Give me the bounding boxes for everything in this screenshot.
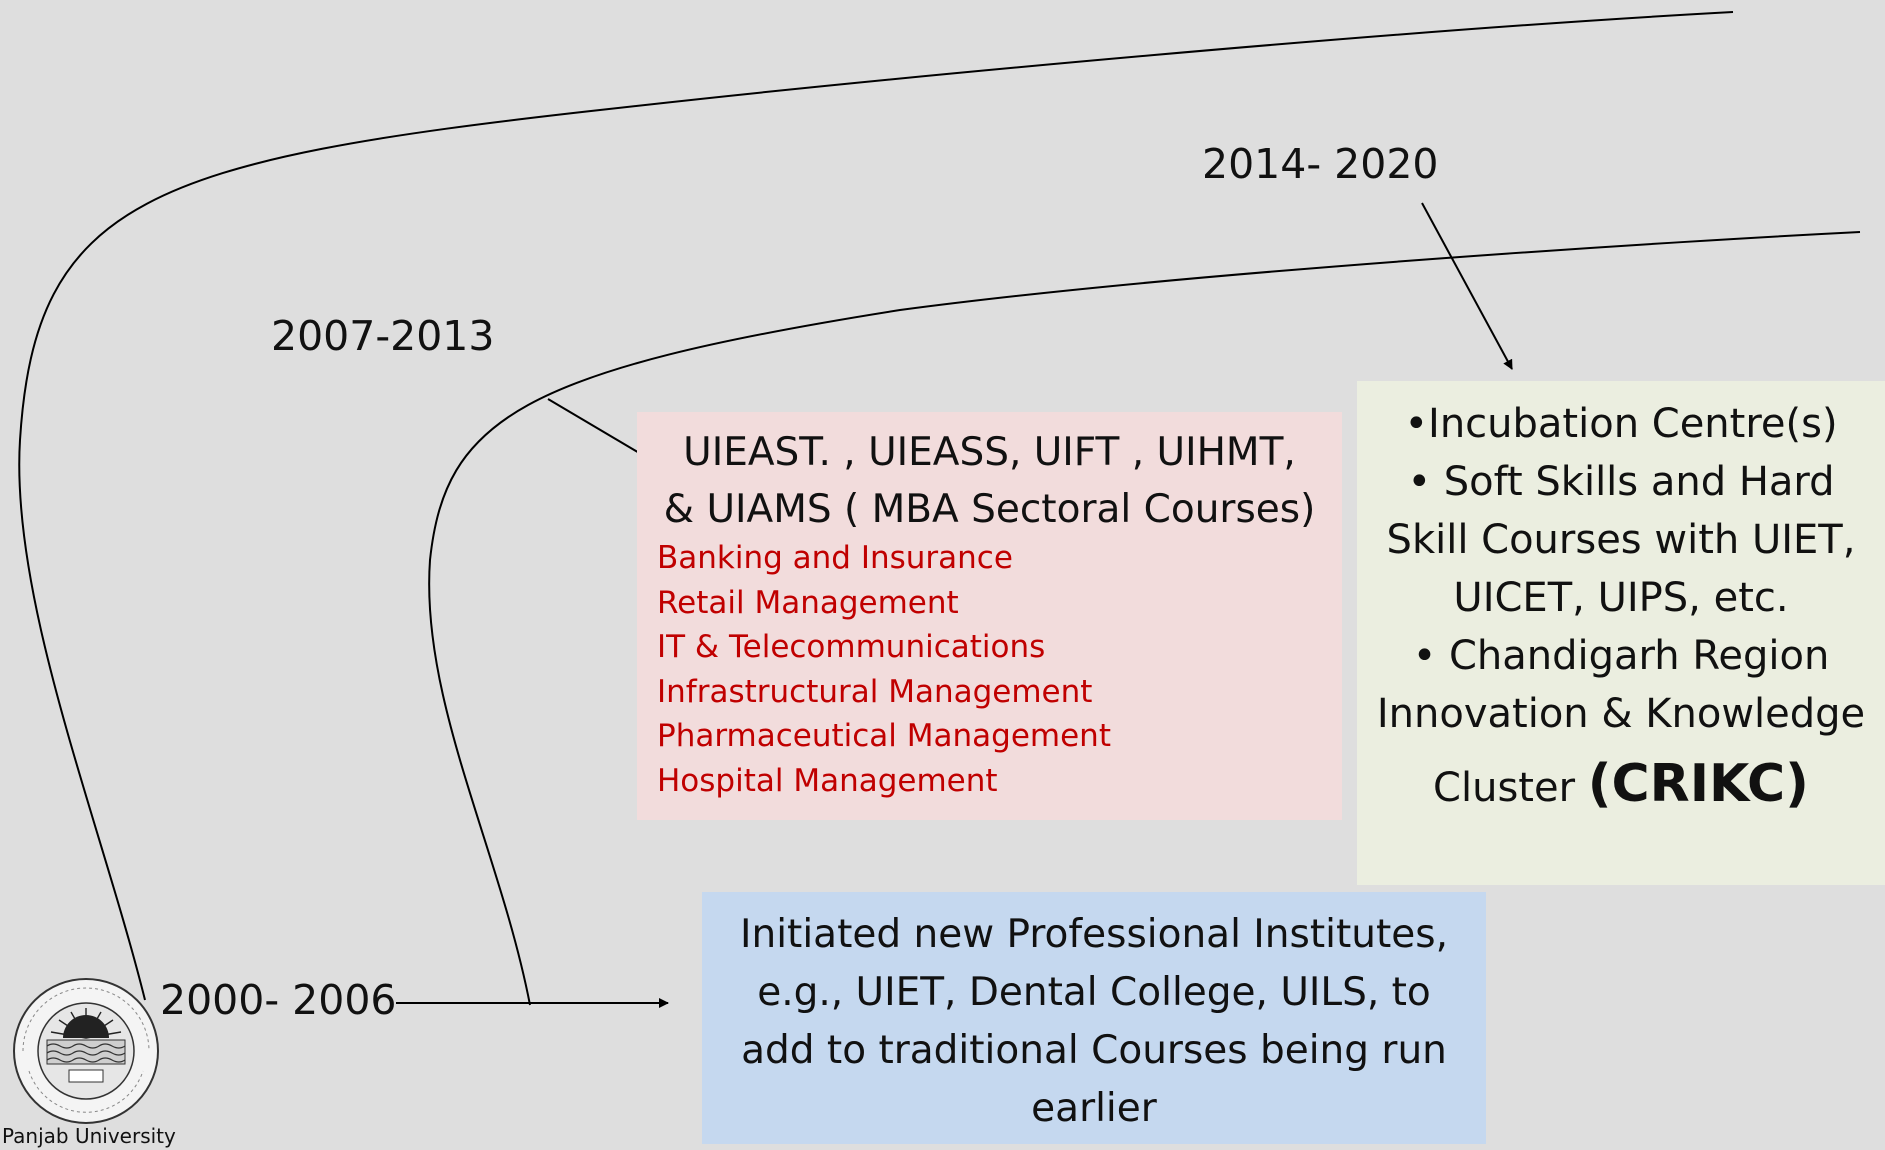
growth-curve-outer — [18, 11, 1734, 1001]
university-name-label: Panjab University — [2, 1124, 176, 1148]
sectoral-courses-box: UIEAST. , UIEASS, UIFT , UIHMT, & UIAMS … — [637, 412, 1342, 820]
course-item: Retail Management — [657, 584, 959, 621]
crikc-text: •Incubation Centre(s) • Soft Skills and … — [1357, 395, 1885, 817]
panjab-university-seal-icon — [13, 978, 159, 1124]
crikc-acronym: (CRIKC) — [1587, 754, 1809, 814]
course-item: Banking and Insurance — [657, 540, 1013, 576]
course-item: Hospital Management — [657, 762, 998, 799]
course-item: Infrastructural Management — [657, 673, 1093, 710]
course-item: Pharmaceutical Management — [657, 718, 1111, 755]
crikc-last-line: Cluster (CRIKC) — [1357, 755, 1885, 817]
sectoral-heading: UIEAST. , UIEASS, UIFT , UIHMT, & UIAMS … — [637, 424, 1342, 538]
year-label-2000: 2000- 2006 — [160, 976, 397, 1024]
crikc-line: UICET, UIPS, etc. — [1453, 575, 1789, 621]
crikc-initiatives-box: •Incubation Centre(s) • Soft Skills and … — [1357, 381, 1885, 885]
sectoral-heading-line-2: & UIAMS ( MBA Sectoral Courses) — [663, 487, 1316, 532]
sectoral-heading-line-1: UIEAST. , UIEASS, UIFT , UIHMT, — [683, 430, 1296, 475]
crikc-line: Skill Courses with UIET, — [1386, 517, 1856, 563]
crikc-line: •Incubation Centre(s) — [1404, 401, 1838, 447]
sector-course-list: Banking and Insurance Retail Management … — [657, 536, 1111, 804]
initiated-line: e.g., UIET, Dental College, UILS, to — [757, 970, 1431, 1015]
initiated-line: Initiated new Professional Institutes, — [740, 912, 1448, 957]
cluster-label: Cluster — [1433, 765, 1588, 811]
crikc-line: Innovation & Knowledge — [1376, 691, 1866, 737]
year-label-2007: 2007-2013 — [271, 312, 495, 360]
growth-curve-inner — [428, 231, 1861, 1006]
course-item: IT & Telecommunications — [657, 629, 1046, 666]
arrow-2014-to-crikc — [1421, 202, 1513, 370]
initiated-line: earlier — [1031, 1086, 1157, 1131]
crikc-line: • Soft Skills and Hard — [1407, 459, 1835, 505]
initiated-text: Initiated new Professional Institutes, e… — [702, 906, 1486, 1138]
initiated-line: add to traditional Courses being run — [741, 1028, 1447, 1073]
initiated-institutes-box: Initiated new Professional Institutes, e… — [702, 892, 1486, 1144]
year-label-2014: 2014- 2020 — [1202, 140, 1439, 188]
crikc-line: • Chandigarh Region — [1412, 633, 1830, 679]
